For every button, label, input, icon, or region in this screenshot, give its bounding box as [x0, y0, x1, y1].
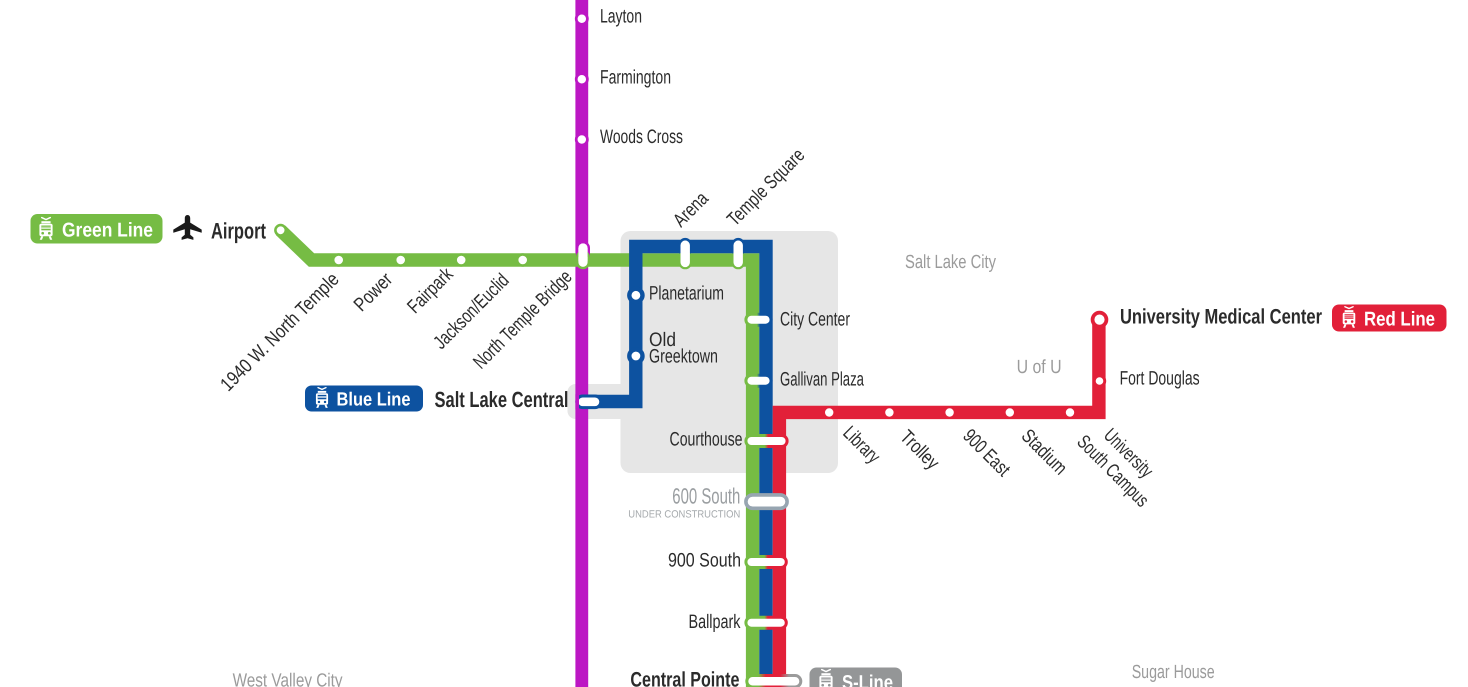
- svg-text:Woods Cross: Woods Cross: [600, 126, 683, 148]
- svg-text:Greektown: Greektown: [649, 346, 718, 368]
- svg-text:Red Line: Red Line: [1364, 309, 1435, 331]
- svg-text:Central Pointe: Central Pointe: [630, 669, 739, 687]
- svg-text:U of U: U of U: [1017, 357, 1062, 378]
- svg-text:Fort Douglas: Fort Douglas: [1120, 368, 1200, 390]
- svg-text:600 South: 600 South: [672, 484, 740, 509]
- svg-text:Planetarium: Planetarium: [649, 283, 724, 305]
- svg-text:City Center: City Center: [780, 309, 850, 331]
- svg-text:West Valley City: West Valley City: [233, 671, 343, 687]
- svg-text:UNDER CONSTRUCTION: UNDER CONSTRUCTION: [628, 509, 740, 521]
- svg-text:Gallivan Plaza: Gallivan Plaza: [780, 369, 864, 391]
- svg-text:Blue Line: Blue Line: [337, 390, 411, 411]
- svg-text:Airport: Airport: [211, 219, 266, 244]
- svg-text:Salt Lake Central: Salt Lake Central: [435, 387, 569, 412]
- svg-text:Layton: Layton: [600, 6, 642, 28]
- svg-text:Farmington: Farmington: [600, 67, 671, 89]
- svg-text:S-Line: S-Line: [842, 672, 893, 687]
- svg-text:Sugar House: Sugar House: [1132, 662, 1215, 683]
- svg-text:Ballpark: Ballpark: [689, 611, 741, 633]
- svg-text:Green Line: Green Line: [62, 220, 153, 242]
- svg-text:900 South: 900 South: [668, 550, 741, 572]
- svg-text:University Medical Center: University Medical Center: [1120, 306, 1322, 329]
- svg-text:Salt Lake City: Salt Lake City: [905, 252, 996, 273]
- svg-text:Old: Old: [649, 329, 676, 351]
- svg-text:Courthouse: Courthouse: [670, 429, 743, 451]
